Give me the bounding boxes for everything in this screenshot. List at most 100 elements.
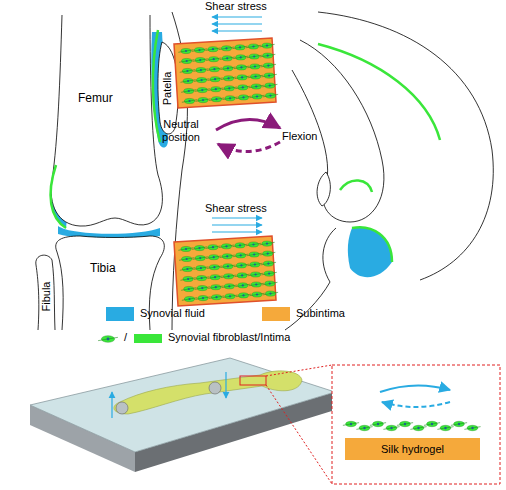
cell-process	[234, 66, 249, 69]
cell-nucleus	[252, 45, 254, 47]
cell-process	[397, 423, 413, 426]
kneecap-bone	[317, 172, 330, 206]
cell-nucleus	[188, 100, 190, 102]
cell-nucleus	[188, 90, 190, 92]
cell-process	[236, 294, 251, 297]
cell-nucleus	[201, 287, 203, 289]
cell-nucleus	[107, 338, 110, 341]
cell-process	[208, 286, 223, 289]
part-label: Shear stress	[205, 202, 267, 215]
cell-nucleus	[266, 44, 268, 46]
lining-line	[51, 165, 66, 228]
cell-nucleus	[242, 86, 244, 88]
cell-process	[246, 45, 261, 48]
cell-nucleus	[350, 423, 352, 425]
port	[209, 382, 221, 394]
cell-process	[263, 94, 278, 97]
cell-process	[249, 85, 264, 88]
cell-process	[263, 292, 278, 295]
cell-process	[209, 98, 224, 101]
cell-nucleus	[253, 55, 255, 57]
cell-process	[262, 84, 277, 87]
cell-body	[194, 48, 204, 53]
cell-nucleus	[200, 79, 202, 81]
cell-process	[261, 74, 276, 77]
cell-process	[370, 423, 386, 426]
cell-body	[197, 88, 207, 93]
flow-arrow	[111, 392, 112, 418]
cell-nucleus	[201, 89, 203, 91]
cell-nucleus	[444, 427, 446, 429]
cell-body	[197, 276, 207, 281]
cell-process	[180, 70, 195, 73]
cell-process	[246, 243, 261, 246]
cell-nucleus	[377, 423, 379, 425]
cell-nucleus	[229, 97, 231, 99]
cell-body	[211, 285, 221, 290]
cell-group	[178, 43, 278, 103]
shear-arrow	[212, 231, 262, 232]
cell-body	[249, 54, 259, 59]
cell-process	[222, 87, 237, 90]
cell-body	[197, 78, 207, 83]
fluid-patch	[348, 227, 392, 277]
cell-process	[194, 79, 209, 82]
cell-process	[260, 252, 275, 255]
cell-nucleus	[390, 427, 392, 429]
cell-body	[248, 44, 258, 49]
cell-process	[235, 86, 250, 89]
cell-nucleus	[240, 66, 242, 68]
cell-nucleus	[256, 293, 258, 295]
cell-process	[236, 96, 251, 99]
cell-process	[221, 275, 236, 278]
cell-process	[98, 337, 118, 340]
cell-body	[183, 78, 193, 83]
cell-nucleus	[255, 85, 257, 87]
cell-nucleus	[267, 262, 269, 264]
cell-process	[193, 257, 208, 260]
cell-body	[224, 284, 234, 289]
cell-body	[222, 56, 232, 61]
cell-nucleus	[215, 296, 217, 298]
cell-nucleus	[254, 65, 256, 67]
cell-nucleus	[188, 288, 190, 290]
cell-body	[223, 264, 233, 269]
cell-process	[249, 293, 264, 296]
cell-nucleus	[199, 257, 201, 259]
cell-body	[209, 57, 219, 62]
cell-nucleus	[202, 99, 204, 101]
cell-nucleus	[458, 423, 460, 425]
part-label: Shear stress	[205, 0, 267, 13]
cell-process	[182, 100, 197, 103]
cell-body	[196, 68, 206, 73]
cell-process	[222, 97, 237, 100]
cell-process	[206, 256, 221, 259]
cell-body	[373, 421, 384, 426]
cell-body	[427, 421, 438, 426]
cell-nucleus	[212, 246, 214, 248]
cell-nucleus	[198, 49, 200, 51]
cell-nucleus	[417, 427, 419, 429]
cell-body	[248, 242, 258, 247]
cell-process	[195, 99, 210, 102]
cell-process	[232, 46, 247, 49]
cell-nucleus	[242, 96, 244, 98]
legend-text: Synovial fluid	[140, 307, 205, 320]
cell-nucleus	[363, 427, 365, 429]
cell-nucleus	[215, 98, 217, 100]
motion-arrow	[216, 119, 280, 130]
cell-nucleus	[212, 48, 214, 50]
cell-process	[179, 258, 194, 261]
cell-nucleus	[225, 245, 227, 247]
cell-body	[224, 274, 234, 279]
cell-body	[236, 253, 246, 258]
shear-arrow	[212, 30, 262, 31]
cell-body	[182, 256, 192, 261]
cell-body	[211, 97, 221, 102]
cell-nucleus	[214, 276, 216, 278]
hydrogel-band: Silk hydrogel	[345, 438, 480, 460]
cell-nucleus	[185, 248, 187, 250]
cell-body	[251, 272, 261, 277]
cell-nucleus	[253, 253, 255, 255]
cell-process	[247, 253, 262, 256]
